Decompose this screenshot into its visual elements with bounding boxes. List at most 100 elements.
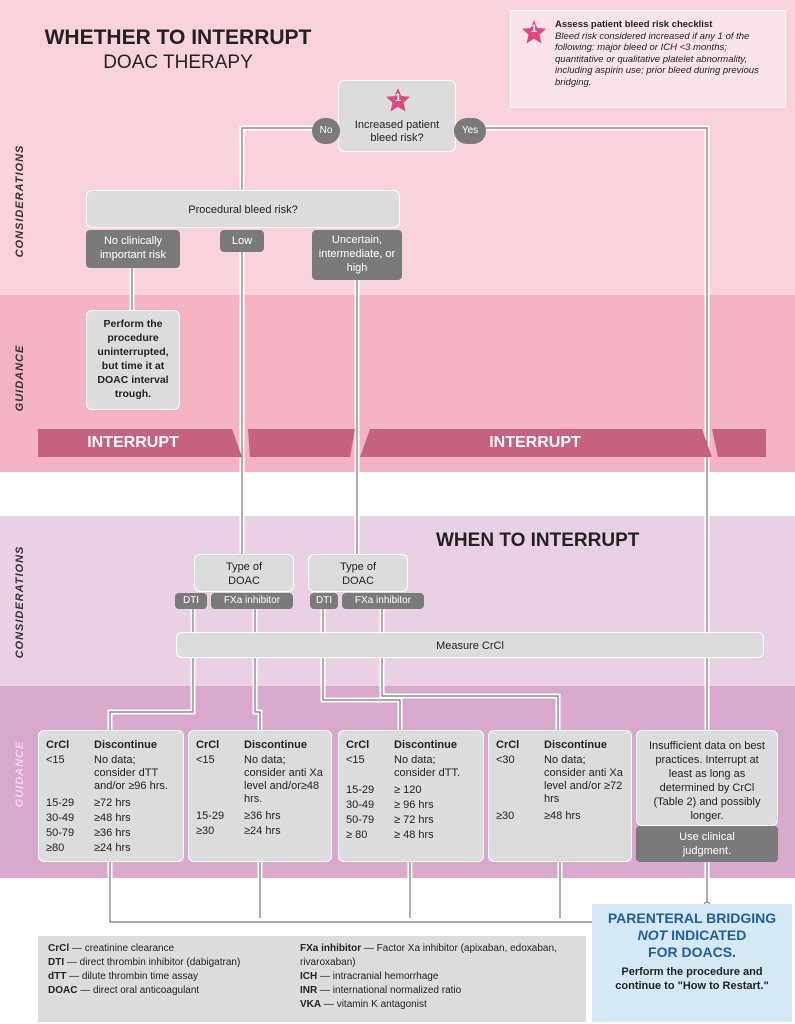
glossary-term: CrCl [48,943,70,954]
glossary-entry: CrCl — creatinine clearance [48,942,298,956]
glossary-entry: VKA — vitamin K antagonist [300,998,580,1012]
discontinue-value: No data; consider anti Xa level and/or≥4… [244,754,323,805]
glossary-term: ICH [300,971,318,982]
checklist-body: Bleed risk considered increased if any 1… [555,30,759,88]
table-row: 15-29≥ 120 [345,783,477,798]
glossary-definition: intracranial hemorrhage [332,971,439,982]
checklist-box: 1 Assess patient bleed risk checklist Bl… [510,10,786,108]
glossary-term: VKA [300,999,322,1010]
col-header-crcl: CrCl [46,739,70,751]
col-header-discontinue: Discontinue [544,739,607,751]
col-header-crcl: CrCl [496,739,520,751]
star-badge: 1 [530,23,538,35]
bridging-not: NOT [637,927,668,943]
glossary-definition: direct oral anticoagulant [93,985,200,996]
discontinue-value: ≥ 120 [394,784,422,796]
crcl-value: 50-79 [346,814,375,826]
table-row: 50-79 ≥ 72 hrs [345,813,477,828]
glossary-entry: FXa inhibitor — Factor Xa inhibitor (api… [300,942,580,970]
table-row: 30-49≥ 96 hrs [345,798,477,813]
discontinue-value: ≥36 hrs [244,810,281,822]
discontinue-value: ≥48 hrs [94,812,131,824]
title-when-to-interrupt: WHEN TO INTERRUPT [436,530,640,551]
table-row: <15 No data; consider anti Xa level and/o… [195,753,325,809]
table-row: ≥30 ≥24 hrs [195,824,325,839]
interrupt-label-right: INTERRUPT [489,434,581,451]
discontinue-value: ≥36 hrs [94,827,131,839]
option-no-clinical-risk: No clinically important risk [86,230,180,268]
doac-fxa-1: FXa inhibitor [211,593,293,609]
interrupt-label-left: INTERRUPT [87,434,179,451]
glossary-dash: — [361,943,377,954]
glossary-entry: DTI — direct thrombin inhibitor (dabigat… [48,956,298,970]
col-header-crcl: CrCl [196,739,220,751]
bridging-indicated: INDICATED [667,927,747,943]
bridging-line3: FOR DOACS. [648,944,736,960]
decision-procedural-bleed-risk: Procedural bleed risk? [86,190,400,228]
crcl-value: ≥ 80 [346,829,368,841]
decision-question: Increased patient bleed risk? [354,119,440,144]
crcl-value: ≥30 [196,825,215,837]
glossary-definition: dilute thrombin time assay [81,971,199,982]
doac-type-box-1: Type of DOAC [194,554,294,592]
discontinue-value: ≥ 72 hrs [394,814,434,826]
glossary-term: DOAC [48,985,78,996]
title-whether-to-interrupt: WHETHER TO INTERRUPT DOAC THERAPY [28,26,328,74]
crcl-value: <30 [496,754,515,766]
crcl-value: <15 [196,754,215,766]
discontinue-value: ≥72 hrs [94,797,131,809]
glossary-definition: vitamin K antagonist [336,999,427,1010]
col-header-discontinue: Discontinue [244,739,307,751]
glossary-entry: ICH — intracranial hemorrhage [300,970,580,984]
table-row: ≥ 80≥ 48 hrs [345,828,477,843]
interrupt-bar [38,429,766,457]
guidance-box-fxa-2: CrCl Discontinue <30 No data; consider anti… [488,730,632,862]
parenteral-bridging-box: PARENTERAL BRIDGING NOT INDICATED FOR DO… [592,904,792,1022]
table-row: <30 No data; consider anti Xa level and/o… [495,753,625,809]
doac-dti-2: DTI [310,593,338,609]
discontinue-value: No data; consider dTT. [394,754,461,779]
title-line2: DOAC THERAPY [103,52,253,73]
guidance-box-fxa-1: CrCl Discontinue <15 No data; consider anti… [188,730,332,862]
table-row: ≥80≥24 hrs [45,841,177,856]
discontinue-value: ≥ 96 hrs [394,799,434,811]
table-row: ≥30≥48 hrs [495,809,625,824]
glossary-dash: — [66,971,82,982]
discontinue-value: ≥48 hrs [544,810,581,822]
title-line1: WHETHER TO INTERRUPT [44,26,312,49]
star-icon: 1 [521,19,547,45]
star-badge: 1 [394,92,402,104]
crcl-value: <15 [46,754,65,766]
glossary-definition: creatinine clearance [84,943,175,954]
bridging-body: Perform the procedure and continue to "H… [615,966,769,992]
bridging-line1: PARENTERAL BRIDGING [607,910,777,926]
col-header-discontinue: Discontinue [94,739,157,751]
glossary-entry: INR — international normalized ratio [300,984,580,998]
decision-increased-bleed-risk: 1 Increased patient bleed risk? [338,80,456,152]
branch-no: No [312,118,340,144]
doac-fxa-2: FXa inhibitor [342,593,424,609]
line-bottom [107,862,600,925]
table-row: 15-29≥36 hrs [195,809,325,824]
glossary-definition: Factor Xa inhibitor (apixaban, edoxaban,… [300,943,557,968]
discontinue-value: ≥24 hrs [244,825,281,837]
glossary-dash: — [69,943,85,954]
glossary-term: INR [300,985,318,996]
line-dti2 [320,606,403,730]
discontinue-value: No data; consider anti Xa level and/or ≥… [544,754,623,805]
option-uncertain-high: Uncertain, intermediate, or high [312,230,402,280]
crcl-value: 30-49 [46,812,75,824]
band-gap [0,472,795,516]
table-row: 15-29≥72 hrs [45,796,177,811]
star-icon: 1 [385,87,411,113]
glossary-entry: dTT — dilute thrombin time assay [48,970,298,984]
glossary-entry: DOAC — direct oral anticoagulant [48,984,298,998]
glossary-term: DTI [48,957,65,968]
glossary-dash: — [317,971,333,982]
line-fxa2 [379,606,561,730]
glossary-dash: — [64,957,80,968]
